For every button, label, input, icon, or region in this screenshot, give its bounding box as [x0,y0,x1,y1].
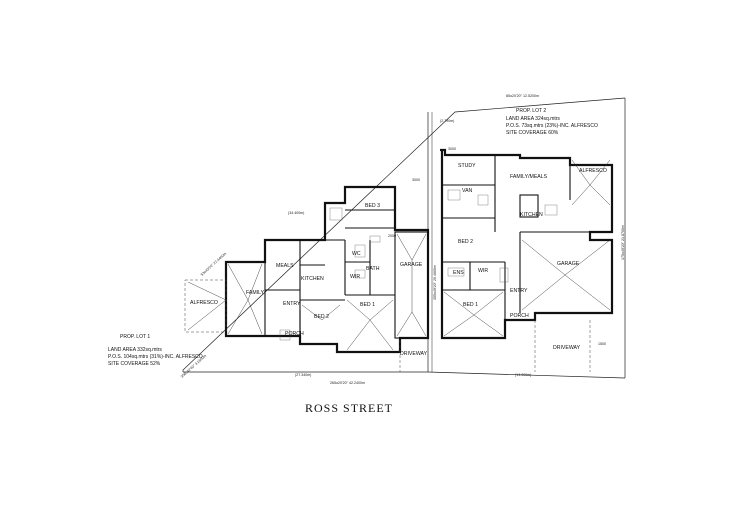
lot2-top-bearing-dim: 85o20'20" 12.5200m [506,94,539,98]
lot2-room-labels: STUDY VAN FAMILY/MEALS ALFRESCO KITCHEN … [453,163,607,351]
lot1-kitchen-label: KITCHEN [301,276,324,282]
lot2-right-edge-dim: 175o49'20" 21.8700m [621,225,625,260]
lot1-driveway-label: DRIVEWAY [400,351,428,357]
lot1-meals-label: MEALS [276,263,294,269]
lot2-small-a-dim: 3000 [448,147,456,151]
lot1-bottom-left-dim: (27.340m) [295,373,311,377]
lot1-bath-label: BATH [366,266,380,272]
lot2-house [440,148,614,340]
lot2-common-wall-dim: 355o49'20" 20.4600m [433,265,437,300]
lot1-title: PROP. LOT 1 [120,334,150,340]
lot1-house [184,185,430,354]
lot2-notes: PROP. LOT 2 LAND AREA 324sq.mtrs P.O.S. … [506,108,598,136]
lot2-garage-label: GARAGE [557,261,580,267]
lot2-title: PROP. LOT 2 [516,108,546,114]
lot1-site-coverage: SITE COVERAGE 52% [108,361,161,367]
lot2-wir-label: WIR [478,268,488,274]
lot1-wir-label: WIR [350,274,360,280]
lot1-bed3-width-dim: 2000 [388,234,396,238]
lot2-small-b-dim: 1500 [598,342,606,346]
driveways [399,320,591,372]
lot2-kitchen-label: KITCHEN [520,212,543,218]
lot2-bed2-label: BED 2 [458,239,473,245]
lot2-van-label: VAN [462,188,473,194]
lot2-pos: P.O.S. 73sq.mtrs (23%)-INC. ALFRESCO [506,123,598,129]
lot2-land-area: LAND AREA 324sq.mtrs [506,116,560,122]
lot2-ens-label: ENS [453,270,464,276]
lot1-notes: PROP. LOT 1 LAND AREA 332sq.mtrs P.O.S. … [108,334,203,367]
lot1-garage-label: GARAGE [400,262,423,268]
lot2-bottom-right-dim: (14.900m) [515,373,531,377]
lot1-alfresco-label: ALFRESCO [190,300,218,306]
lot1-bed1-label: BED 1 [360,302,375,308]
lot1-upper-left-dim: (34.400m) [288,211,304,215]
lot1-family-label: FAMILY [246,290,265,296]
lot1-bed3-label: BED 3 [365,203,380,209]
lot2-alfresco-label: ALFRESCO [579,168,607,174]
lot2-dimensions: 85o20'20" 12.5200m (2.790m) 355o49'20" 2… [433,94,625,377]
lot2-porch-label: PORCH [510,313,529,319]
lot1-porch-label: PORCH [285,331,304,337]
street-name: ROSS STREET [305,401,393,415]
lot1-diag-top-dim: 53o43'20" 27.4400m [200,252,227,277]
lot1-wc-label: WC [352,251,361,257]
lot1-pos: P.O.S. 104sq.mtrs (31%)-INC. ALFRESCO [108,354,203,360]
lot2-site-coverage: SITE COVERAGE 60% [506,130,559,136]
lot2-entry-label: ENTRY [510,288,528,294]
lot1-land-area: LAND AREA 332sq.mtrs [108,347,162,353]
lot1-entry-label: ENTRY [283,301,301,307]
lot2-bed1-label: BED 1 [463,302,478,308]
lot1-bottom-bearing-dim: 265o20'20" 42.2400m [330,381,365,385]
lot2-study-label: STUDY [458,163,476,169]
lot1-garage-width-dim: 3000 [412,178,420,182]
lot2-top-small-dim: (2.790m) [440,119,454,123]
lot1-room-labels: ALFRESCO FAMILY MEALS KITCHEN ENTRY BED … [190,203,428,357]
lot2-driveway-label: DRIVEWAY [553,345,581,351]
lot1-bed2-label: BED 2 [314,314,329,320]
lot2-family-meals-label: FAMILY/MEALS [510,174,548,180]
